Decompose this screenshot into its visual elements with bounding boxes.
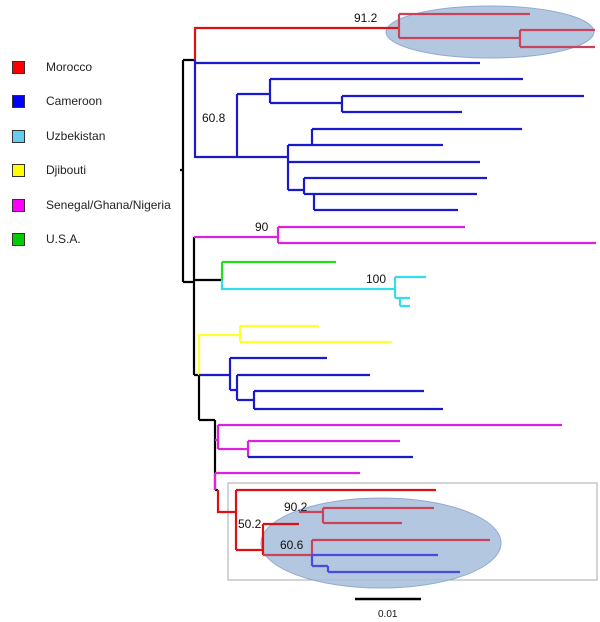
- uzbekistan-branches: [220, 275, 426, 308]
- cameroon-main-paths: [193, 60, 584, 212]
- senegal-middle-paths: [215, 423, 562, 457]
- senegal-bottom-path: [213, 471, 360, 490]
- cameroon-second-paths: [199, 356, 443, 411]
- djibouti-branches: [197, 324, 392, 375]
- node-label-uzbekistan: 100: [366, 272, 386, 286]
- legend-label-morocco: Morocco: [46, 60, 93, 74]
- highlight-ellipse-top: [385, 5, 595, 59]
- legend-swatch-cameroon: [12, 94, 25, 108]
- cameroon-bottom-tip-paths: [310, 553, 460, 574]
- node-label-morocco-inner: 90.2: [284, 500, 308, 514]
- node-label-cameroon: 60.8: [202, 111, 226, 125]
- morocco-top-tip-paths: [397, 12, 595, 49]
- node-label-top-morocco: 91.2: [354, 11, 378, 25]
- djibouti-paths: [197, 324, 392, 375]
- backbone-branches: [180, 58, 222, 492]
- legend-item-usa: U.S.A.: [12, 231, 81, 247]
- morocco-top-branches: [193, 26, 399, 60]
- legend-swatch-morocco: [12, 60, 25, 74]
- usa-path: [220, 260, 336, 280]
- usa-branches: [220, 260, 336, 280]
- cameroon-second-branches: [199, 356, 443, 411]
- cameroon-bottom-tips: [310, 553, 460, 574]
- node-label-senegal: 90: [255, 220, 269, 234]
- legend-swatch-senegal-ghana-nigeria: [12, 198, 25, 212]
- legend-label-cameroon: Cameroon: [46, 94, 103, 108]
- legend-swatch-usa: [12, 232, 25, 246]
- senegal-bottom-branch: [213, 471, 360, 490]
- morocco-bottom-tip-paths: [263, 506, 490, 557]
- scale-bar-label: 0.01: [378, 609, 398, 620]
- legend-item-djibouti: Djibouti: [12, 162, 86, 178]
- legend-label-djibouti: Djibouti: [46, 163, 87, 177]
- senegal-top-paths: [194, 225, 596, 245]
- morocco-bottom-tips: [263, 506, 490, 557]
- node-label-mixed: 60.6: [280, 538, 304, 552]
- morocco-bottom-paths: [216, 488, 436, 555]
- legend-swatch-uzbekistan: [12, 129, 25, 143]
- legend-item-senegal-ghana-nigeria: Senegal/Ghana/Nigeria: [12, 197, 171, 213]
- uzbekistan-paths: [220, 275, 426, 308]
- legend-item-uzbekistan: Uzbekistan: [12, 128, 105, 144]
- legend-label-senegal-ghana-nigeria: Senegal/Ghana/Nigeria: [46, 198, 171, 212]
- senegal-top-branches: [194, 225, 596, 245]
- morocco-top-tips: [397, 12, 595, 49]
- cameroon-main-branches: [193, 60, 584, 212]
- legend-label-uzbekistan: Uzbekistan: [46, 129, 106, 143]
- morocco-top-stem: [193, 26, 399, 60]
- legend-label-usa: U.S.A.: [46, 232, 81, 246]
- legend-item-morocco: Morocco: [12, 59, 92, 75]
- legend: Morocco Cameroon Uzbekistan Djibouti Sen…: [0, 0, 200, 260]
- morocco-bottom-branches: [216, 488, 436, 555]
- backbone-path: [180, 58, 222, 492]
- senegal-middle-branches: [215, 423, 562, 457]
- legend-item-cameroon: Cameroon: [12, 93, 102, 109]
- legend-swatch-djibouti: [12, 163, 25, 177]
- node-label-morocco-root: 50.2: [238, 517, 262, 531]
